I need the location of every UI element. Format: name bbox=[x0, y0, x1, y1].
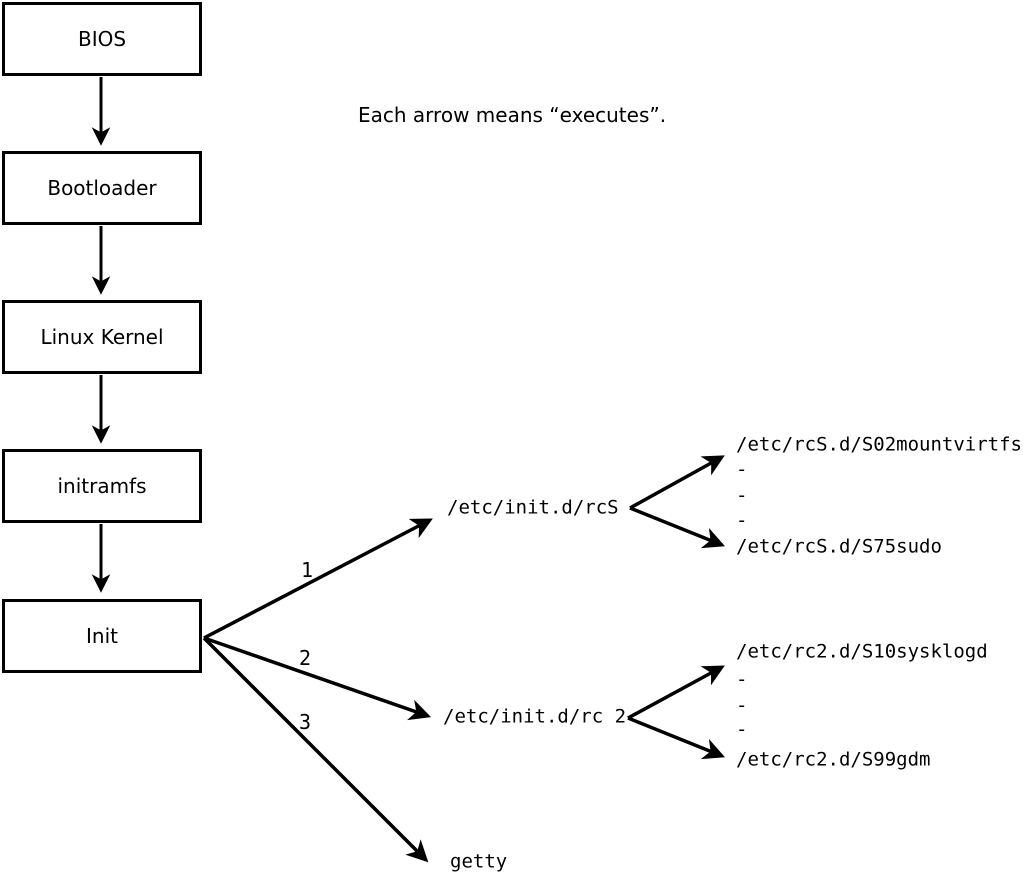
rcSd-ellipsis-dash-1: - bbox=[736, 458, 748, 481]
rcSd-ellipsis-dash-2: - bbox=[736, 484, 748, 507]
node-linux-kernel: Linux Kernel bbox=[2, 300, 202, 374]
arrow-init-to-rcS bbox=[203, 518, 433, 640]
node-initramfs-label: initramfs bbox=[57, 474, 147, 498]
rc2d-ellipsis-dash-1: - bbox=[736, 668, 748, 691]
node-bios: BIOS bbox=[2, 2, 202, 76]
branch-order-1: 1 bbox=[300, 558, 314, 582]
node-rc2d-s10sysklogd: /etc/rc2.d/S10sysklogd bbox=[736, 640, 988, 663]
node-bios-label: BIOS bbox=[77, 27, 127, 51]
arrow-rcS-to-s75 bbox=[629, 506, 726, 549]
branch-order-2: 2 bbox=[298, 646, 312, 670]
rcSd-ellipsis-dash-3: - bbox=[736, 509, 748, 532]
node-rcS-script: /etc/init.d/rcS bbox=[447, 496, 619, 519]
node-rcSd-s75sudo: /etc/rcS.d/S75sudo bbox=[736, 535, 942, 558]
branch-order-3: 3 bbox=[298, 710, 312, 734]
rc2d-ellipsis-dash-2: - bbox=[736, 694, 748, 717]
node-rc2-script: /etc/init.d/rc 2 bbox=[443, 705, 627, 728]
arrow-rcS-to-s02 bbox=[629, 455, 725, 510]
node-bootloader: Bootloader bbox=[2, 151, 202, 225]
node-rcSd-s02mountvirtfs: /etc/rcS.d/S02mountvirtfs bbox=[736, 433, 1022, 456]
node-getty: getty bbox=[450, 850, 508, 873]
arrow-rc2-to-s99 bbox=[627, 716, 726, 760]
node-initramfs: initramfs bbox=[2, 449, 202, 523]
diagram-caption: Each arrow means “executes”. bbox=[358, 103, 667, 127]
node-init: Init bbox=[2, 599, 202, 673]
node-bootloader-label: Bootloader bbox=[47, 176, 157, 200]
node-init-label: Init bbox=[86, 624, 118, 648]
arrow-init-to-getty bbox=[202, 636, 429, 863]
node-rc2d-s99gdm: /etc/rc2.d/S99gdm bbox=[736, 748, 931, 771]
rc2d-ellipsis-dash-3: - bbox=[736, 718, 748, 741]
arrow-rc2-to-s10 bbox=[627, 665, 725, 720]
node-linux-kernel-label: Linux Kernel bbox=[40, 325, 164, 349]
arrow-init-to-rc2 bbox=[203, 636, 432, 721]
